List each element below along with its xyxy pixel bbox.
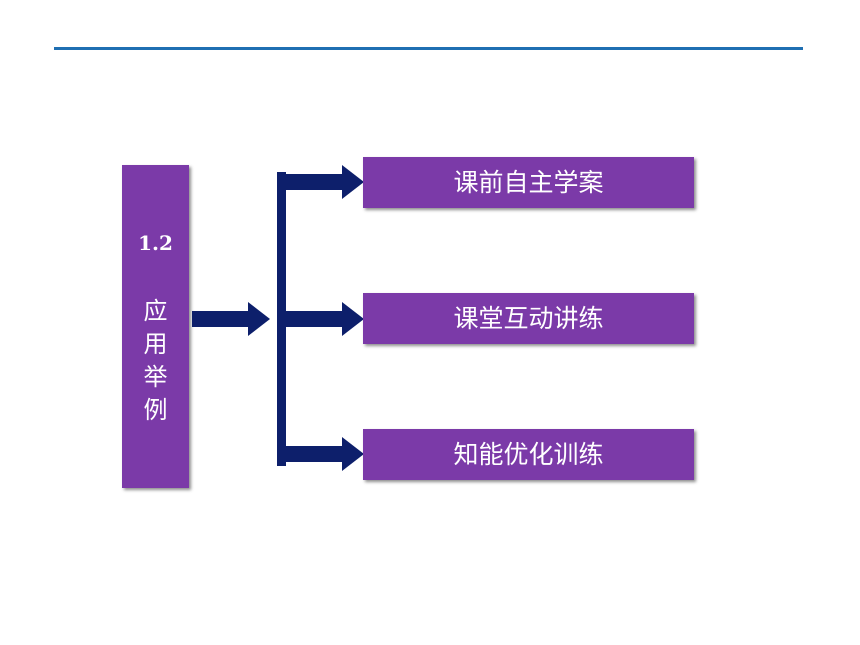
- branch-arrow-3-icon: [286, 437, 364, 471]
- bracket-bar: [277, 172, 286, 466]
- top-divider-line: [54, 47, 803, 50]
- item-skill-training[interactable]: 知能优化训练: [363, 429, 694, 480]
- branch-arrow-1-icon: [286, 165, 364, 199]
- main-arrow-icon: [192, 302, 270, 336]
- section-number: 1.2: [138, 231, 173, 255]
- section-title: 应用举例: [143, 297, 168, 424]
- item-in-class-practice[interactable]: 课堂互动讲练: [363, 293, 694, 344]
- section-box: 1.2 应用举例: [122, 165, 189, 488]
- item-pre-class-study[interactable]: 课前自主学案: [363, 157, 694, 208]
- branch-arrow-2-icon: [286, 302, 364, 336]
